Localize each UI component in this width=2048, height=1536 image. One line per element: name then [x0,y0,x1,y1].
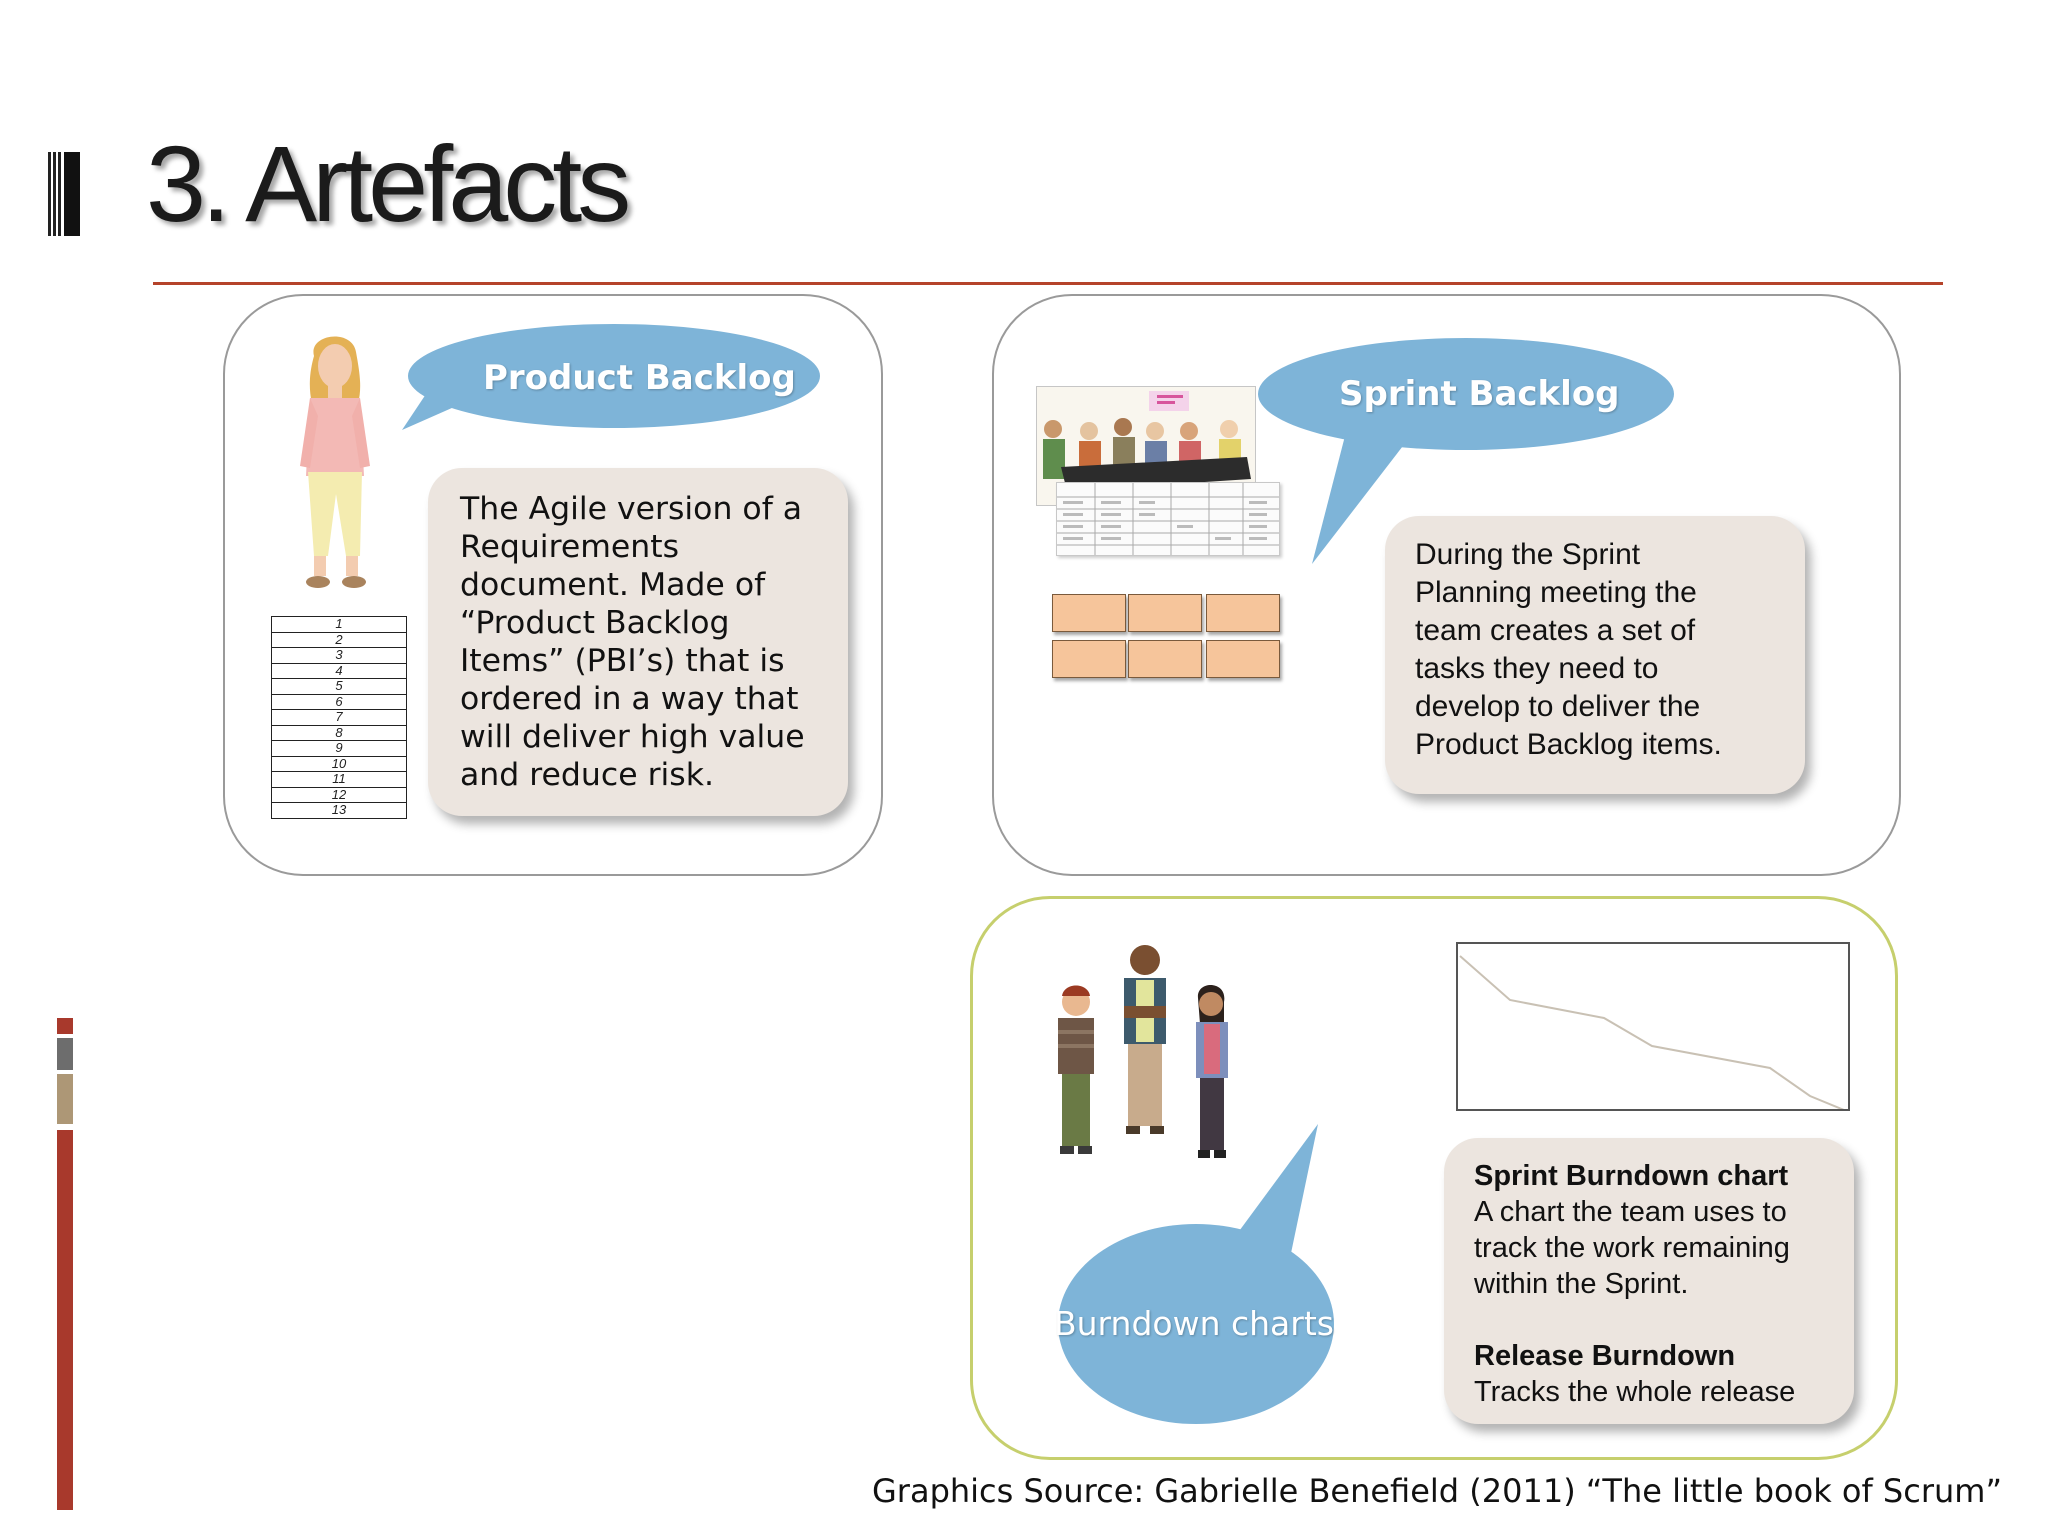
note-line: The Agile version of a [460,491,803,527]
burndown-charts-label: Burndown charts [1054,1304,1334,1343]
title-divider [153,282,1943,285]
sprint-backlog-label: Sprint Backlog [1339,374,1620,414]
note-line: tasks they need to [1415,652,1659,685]
note-line: Planning meeting the [1415,576,1697,609]
task-estimate-table-illustration [1056,482,1280,556]
decor-bar-red-small [57,1018,73,1034]
task-card [1128,640,1202,678]
note-line: Tracks the whole release [1474,1376,1796,1408]
decor-bar-red-long [57,1130,73,1510]
release-burndown-heading: Release Burndown [1474,1340,1736,1372]
decor-bar-tan [57,1074,73,1124]
product-backlog-label: Product Backlog [483,358,796,398]
list-item: 1 [271,616,407,633]
list-item: 5 [271,679,407,695]
task-card [1052,594,1126,632]
graphics-source-caption: Graphics Source: Gabrielle Benefield (20… [872,1472,2003,1510]
task-card [1206,640,1280,678]
note-line: document. Made of [460,567,766,603]
note-line: Requirements [460,529,679,565]
note-line: develop to deliver the [1415,690,1701,723]
note-line: and reduce risk. [460,757,714,793]
burndown-chart-illustration [1456,942,1850,1111]
sprint-backlog-description: During the Sprint Planning meeting the t… [1385,516,1805,794]
note-line: Product Backlog items. [1415,728,1722,761]
sprint-burndown-heading: Sprint Burndown chart [1474,1160,1789,1192]
task-card [1052,640,1126,678]
slide-title: 3. Artefacts [146,123,631,244]
note-line: track the work remaining [1474,1232,1790,1264]
sprint-backlog-speech-bubble [1258,338,1674,564]
list-item: 7 [271,710,407,726]
note-line: will deliver high value [460,719,805,755]
task-card [1206,594,1280,632]
product-backlog-speech-bubble [402,324,820,430]
list-item: 13 [271,803,407,819]
note-line: A chart the team uses to [1474,1196,1787,1228]
list-item: 2 [271,632,407,648]
note-line: ordered in a way that [460,681,799,717]
decor-bar-grey [57,1038,73,1070]
list-item: 4 [271,663,407,679]
note-line: Items” (PBI’s) that is [460,643,785,679]
backlog-item-list: 1 2 3 4 5 6 7 8 9 10 11 12 13 [271,616,407,819]
burndown-charts-speech-bubble [1058,1124,1334,1424]
task-card [1128,594,1202,632]
list-item: 9 [271,741,407,757]
title-bars-icon [48,152,80,236]
list-item: 11 [271,772,407,788]
note-line: During the Sprint [1415,538,1641,571]
scrum-team-illustration [1058,945,1228,1158]
note-line: within the Sprint. [1474,1268,1689,1300]
product-backlog-description: The Agile version of a Requirements docu… [428,468,848,816]
list-item: 12 [271,787,407,803]
list-item: 3 [271,648,407,664]
list-item: 6 [271,694,407,710]
product-owner-illustration [300,336,370,588]
list-item: 10 [271,756,407,772]
burndown-description: Sprint Burndown chart A chart the team u… [1444,1138,1854,1424]
list-item: 8 [271,725,407,741]
note-line: “Product Backlog [460,605,730,641]
note-line: team creates a set of [1415,614,1696,647]
